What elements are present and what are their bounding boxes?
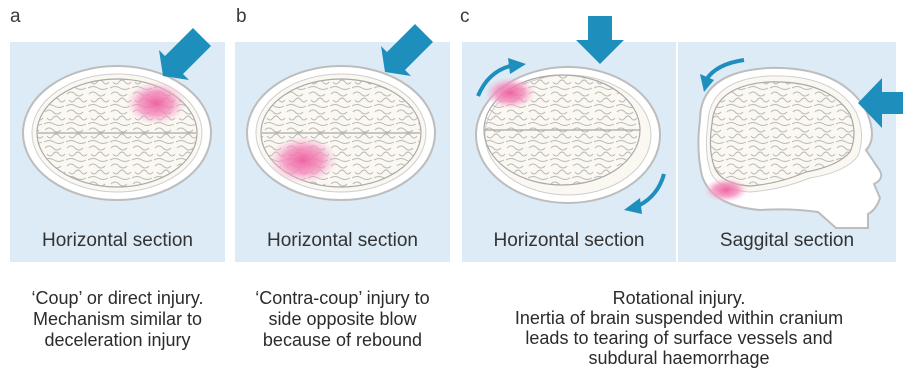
description-b-line-3: because of rebound xyxy=(235,330,450,351)
description-a: ‘Coup’ or direct injury. Mechanism simil… xyxy=(10,288,225,351)
impact-arrow-c-top xyxy=(576,16,624,64)
description-c: Rotational injury. Inertia of brain susp… xyxy=(462,288,896,368)
description-a-line-3: deceleration injury xyxy=(10,330,225,351)
skull-b xyxy=(247,66,435,200)
skull-c-horizontal xyxy=(476,67,660,203)
description-c-line-1: Rotational injury. xyxy=(462,288,896,308)
impact-arrow-b xyxy=(381,24,433,76)
bruise-coup xyxy=(126,81,186,125)
section-label-c-saggital: Saggital section xyxy=(678,230,896,252)
section-label-a: Horizontal section xyxy=(10,230,225,252)
description-c-line-2: Inertia of brain suspended within craniu… xyxy=(462,308,896,328)
description-b-line-2: side opposite blow xyxy=(235,309,450,330)
rotation-arrowhead-top xyxy=(508,58,526,74)
description-c-line-3: leads to tearing of surface vessels and xyxy=(462,328,896,348)
section-label-c-horizontal: Horizontal section xyxy=(462,230,676,252)
description-a-line-1: ‘Coup’ or direct injury. xyxy=(10,288,225,309)
impact-arrow-a xyxy=(159,28,211,80)
bruise-rotational-horizontal xyxy=(484,77,536,109)
bruise-contra-coup xyxy=(268,136,338,184)
bruise-rotational-saggital xyxy=(704,178,748,202)
skull-c-saggital xyxy=(698,68,881,228)
section-label-b: Horizontal section xyxy=(235,230,450,252)
rotation-arrowhead-bottom xyxy=(624,198,642,214)
skull-a xyxy=(23,66,211,200)
rotation-arrow-bottom xyxy=(638,174,664,206)
description-b-line-1: ‘Contra-coup’ injury to xyxy=(235,288,450,309)
description-a-line-2: Mechanism similar to xyxy=(10,309,225,330)
description-b: ‘Contra-coup’ injury to side opposite bl… xyxy=(235,288,450,351)
description-c-line-4: subdural haemorrhage xyxy=(462,348,896,368)
